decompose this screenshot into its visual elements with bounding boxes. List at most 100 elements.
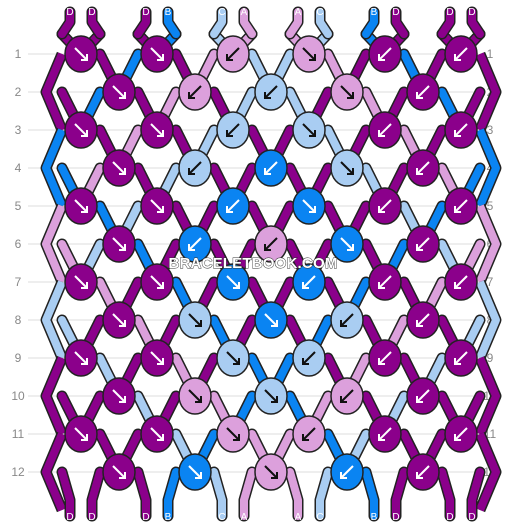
arrow-icon (340, 313, 354, 327)
arrow-head-icon (454, 206, 461, 213)
row-label-right: 3 (487, 123, 494, 137)
arrow-icon (340, 237, 354, 251)
string-label-top: D (446, 7, 453, 18)
row-label-left: 9 (15, 351, 22, 365)
arrow-head-icon (271, 320, 278, 327)
arrow-icon (150, 123, 164, 137)
string-label-bottom: C (316, 512, 323, 523)
knot (406, 453, 440, 491)
knot (140, 187, 174, 225)
knot (330, 377, 364, 415)
arrow-icon (226, 351, 240, 365)
arrow-head-icon (416, 92, 423, 99)
watermark-text: BRACELETBOOK.COM (168, 255, 337, 272)
arrow-icon (74, 47, 88, 61)
knot (330, 453, 364, 491)
string-end-top (164, 8, 180, 38)
arrow-head-icon (81, 282, 88, 289)
knot (102, 73, 136, 111)
knot (254, 149, 288, 187)
knot (406, 73, 440, 111)
knot (368, 35, 402, 73)
string-end-top (392, 8, 408, 38)
knot (216, 339, 250, 377)
string-end-top (240, 8, 256, 38)
knot (368, 339, 402, 377)
knot (64, 263, 98, 301)
arrow-head-icon (233, 434, 240, 441)
arrow-head-icon (454, 434, 461, 441)
knot (406, 225, 440, 263)
string-end-bottom (240, 468, 256, 520)
arrow-icon (416, 313, 430, 327)
arrow-head-icon (264, 244, 271, 251)
knot (254, 453, 288, 491)
knot (178, 225, 212, 263)
arrow-icon (340, 389, 354, 403)
arrow-head-icon (195, 396, 202, 403)
string-end-top (210, 8, 226, 38)
string-end-bottom (392, 468, 408, 520)
arrow-head-icon (81, 206, 88, 213)
string-end-bottom (316, 468, 332, 520)
string-end-top (134, 8, 150, 38)
arrow-icon (378, 427, 392, 441)
string-label-bottom: D (66, 512, 73, 523)
arrow-head-icon (119, 168, 126, 175)
arrow-icon (416, 465, 430, 479)
arrow-head-icon (378, 434, 385, 441)
arrow-icon (150, 351, 164, 365)
string-end-bottom (362, 468, 378, 520)
arrow-head-icon (188, 168, 195, 175)
knot (178, 73, 212, 111)
knot (216, 187, 250, 225)
string-end-top (316, 8, 332, 38)
knot (330, 149, 364, 187)
string-label-bottom: D (446, 512, 453, 523)
string-label-top: D (468, 7, 475, 18)
arrow-head-icon (309, 130, 316, 137)
arrow-icon (74, 199, 88, 213)
knot (368, 263, 402, 301)
arrow-head-icon (347, 168, 354, 175)
arrow-head-icon (188, 92, 195, 99)
string-end-bottom (164, 468, 180, 520)
arrow-icon (264, 465, 278, 479)
string-end-top (286, 8, 302, 38)
arrow-head-icon (195, 320, 202, 327)
knot (64, 187, 98, 225)
knot (444, 415, 478, 453)
knot (292, 111, 326, 149)
arrow-icon (264, 161, 278, 175)
arrow-head-icon (81, 54, 88, 61)
knot (216, 263, 250, 301)
row-label-right: 1 (487, 47, 494, 61)
arrow-icon (150, 275, 164, 289)
string-label-bottom: A (295, 512, 302, 523)
edge-thread (476, 432, 500, 512)
arrow-icon (74, 275, 88, 289)
arrow-icon (112, 313, 126, 327)
knot (254, 377, 288, 415)
arrow-head-icon (454, 130, 461, 137)
arrow-head-icon (302, 358, 309, 365)
arrow-head-icon (309, 206, 316, 213)
knot (292, 415, 326, 453)
knot (406, 377, 440, 415)
string-end-top (468, 8, 484, 38)
arrow-icon (226, 427, 240, 441)
arrow-head-icon (340, 396, 347, 403)
string-end-bottom (286, 468, 302, 520)
string-end-top (362, 8, 378, 38)
row-label-left: 11 (12, 427, 25, 441)
string-label-bottom: A (241, 512, 248, 523)
string-label-top: D (142, 7, 149, 18)
arrow-head-icon (119, 244, 126, 251)
knot (254, 225, 288, 263)
string-label-top: B (371, 7, 378, 18)
arrow-icon (378, 275, 392, 289)
arrow-icon (302, 275, 316, 289)
string-end-bottom (438, 468, 454, 520)
edge-thread (42, 204, 66, 284)
